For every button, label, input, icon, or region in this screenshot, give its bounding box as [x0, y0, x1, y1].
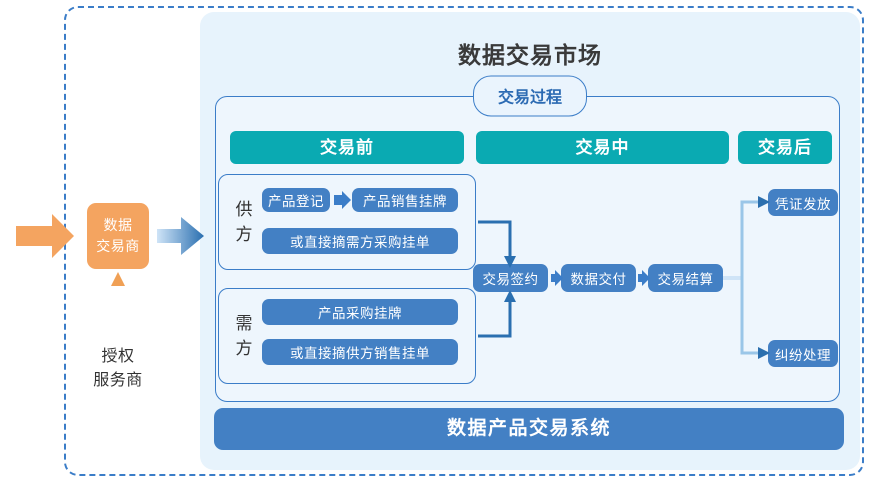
phase-header-pre[interactable]: 交易前	[230, 131, 464, 164]
data-trader-box[interactable]: 数据 交易商	[87, 203, 149, 269]
supply-party-label: 供 方	[231, 197, 257, 247]
demand-party-label: 需 方	[231, 311, 257, 361]
service-provider-line2: 服务商	[93, 372, 143, 389]
node-dispute-handling[interactable]: 纠纷处理	[768, 340, 838, 367]
node-transaction-signing[interactable]: 交易签约	[473, 264, 548, 292]
node-take-demand-purchase-order[interactable]: 或直接摘需方采购挂单	[262, 228, 458, 254]
phase-header-mid[interactable]: 交易中	[476, 131, 729, 164]
node-product-sale-listing[interactable]: 产品销售挂牌	[352, 188, 458, 212]
demand-party-char1: 需	[235, 314, 253, 333]
node-certificate-issuance[interactable]: 凭证发放	[768, 189, 838, 216]
service-provider-line1: 授权	[101, 348, 135, 365]
page-title: 数据交易市场	[458, 42, 602, 68]
node-take-supply-sale-order[interactable]: 或直接摘供方销售挂单	[262, 339, 458, 365]
node-product-registration[interactable]: 产品登记	[262, 188, 330, 212]
data-trader-line1: 数据	[103, 217, 133, 233]
supply-party-char1: 供	[235, 200, 253, 219]
node-data-delivery[interactable]: 数据交付	[561, 264, 636, 292]
node-transaction-settlement[interactable]: 交易结算	[648, 264, 723, 292]
transaction-process-pill: 交易过程	[472, 75, 588, 117]
supply-party-char2: 方	[235, 225, 253, 244]
node-product-purchase-listing[interactable]: 产品采购挂牌	[262, 299, 458, 325]
phase-header-post[interactable]: 交易后	[738, 131, 832, 164]
data-trader-line2: 交易商	[96, 238, 140, 254]
demand-party-char2: 方	[235, 339, 253, 358]
data-product-trading-system-bar[interactable]: 数据产品交易系统	[214, 408, 844, 450]
authorized-service-provider-label: 授权 服务商	[75, 345, 161, 393]
